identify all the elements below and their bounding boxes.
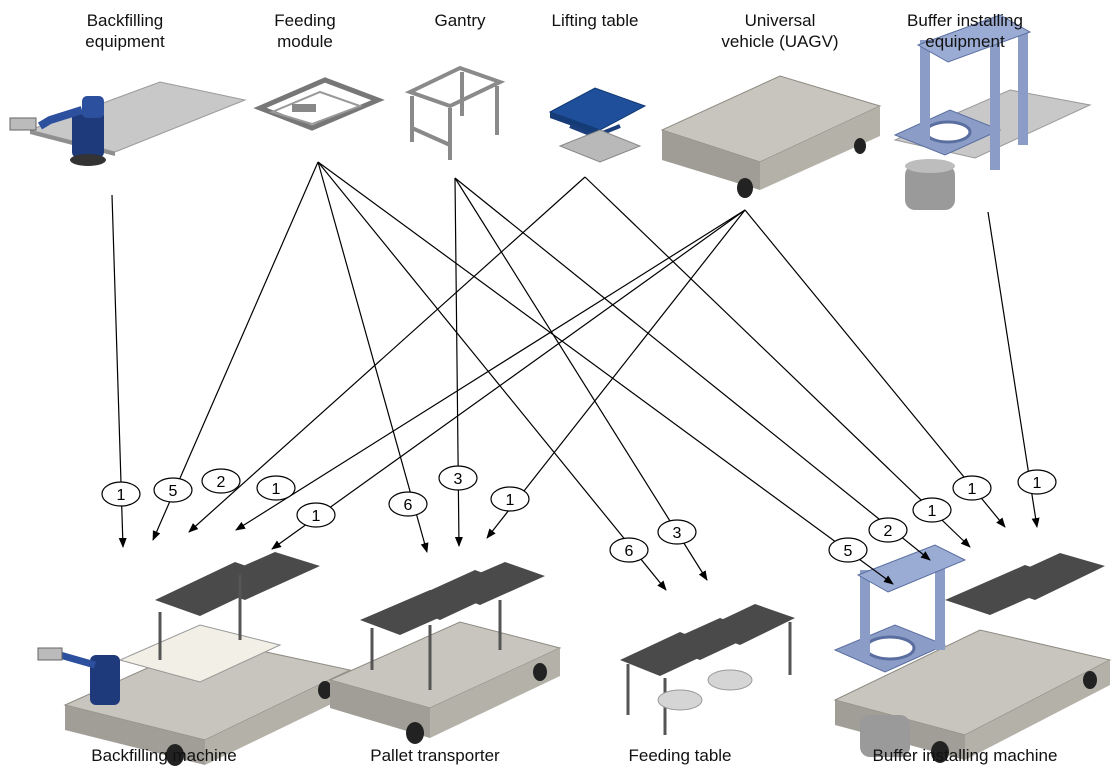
quantity-bubble: 1 [490,486,530,512]
quantity-bubble-outline [952,475,992,501]
connection-arrow [271,209,746,550]
quantity-bubble: 3 [438,465,478,491]
quantity-label: 5 [169,483,178,500]
quantity-bubble: 1 [296,502,336,528]
quantity-bubble-outline [101,481,141,507]
quantity-label: 6 [404,497,413,514]
connection-arrow [317,161,894,585]
connection-arrow [486,209,746,539]
quantity-bubble: 6 [388,491,428,517]
backfilling-machine-image [37,552,352,766]
buffer-installing-machine-image [833,544,1112,763]
quantity-bubble: 3 [657,519,697,545]
quantity-bubble-outline [868,517,908,543]
quantity-label: 6 [625,543,634,560]
quantity-bubble-outline [1017,469,1057,495]
connection-arrow [152,161,319,541]
connection-arrow [744,209,1006,528]
connections [111,161,1040,591]
universal-vehicle-image [660,75,882,198]
buffer-installing-equipment-image [893,14,1092,210]
connection-arrow [188,176,586,533]
quantity-label: 2 [217,474,226,491]
gantry-image [404,65,506,160]
lifting-table-image [548,87,647,163]
quantity-label: 5 [844,543,853,560]
quantity-bubble-outline [388,491,428,517]
machine-label-pallet-transporter: Pallet transporter [370,746,500,765]
connection-arrow [584,176,971,548]
backfilling-equipment-image [9,81,247,166]
connection-arrow [454,177,463,547]
quantity-bubble-outline [256,475,296,501]
quantity-label: 1 [272,481,281,498]
quantity-bubble: 6 [609,537,649,563]
quantity-bubble: 2 [201,468,241,494]
quantity-bubble-outline [657,519,697,545]
machine-label-backfilling-machine: Backfilling machine [91,746,237,765]
machine-label-buffer-installing-machine: Buffer installing machine [872,746,1058,765]
quantity-bubble-outline [438,465,478,491]
quantity-bubble-outline [912,497,952,523]
quantity-label: 1 [506,492,515,509]
feeding-table-image [620,604,795,735]
quantity-label: 1 [928,503,937,520]
machine-label-feeding-table: Feeding table [628,746,732,765]
pallet-transporter-image [328,562,562,744]
quantity-bubble-outline [153,477,193,503]
quantity-bubble: 1 [912,497,952,523]
quantity-bubble: 1 [952,475,992,501]
quantity-label: 3 [673,525,682,542]
quantity-bubble-outline [609,537,649,563]
quantity-label: 1 [312,508,321,525]
quantity-bubble: 5 [828,537,868,563]
quantity-bubble: 2 [868,517,908,543]
feeding-module-image [253,77,385,131]
connection-arrow [235,209,746,531]
quantity-label: 1 [1033,475,1042,492]
quantity-bubble-outline [828,537,868,563]
connection-arrow [454,177,931,561]
quantity-bubble: 5 [153,477,193,503]
quantity-bubble: 1 [1017,469,1057,495]
component-label-lifting-table: Lifting table [551,11,639,30]
quantity-label: 2 [884,523,893,540]
connection-arrow [317,161,429,553]
quantity-label: 1 [968,481,977,498]
connection-arrow [317,161,667,591]
connection-arrow [454,177,708,581]
quantity-bubble-outline [296,502,336,528]
quantity-bubble-outline [201,468,241,494]
quantity-bubble: 1 [256,475,296,501]
component-label-gantry: Gantry [434,11,486,30]
quantity-bubbles: 1 5 2 1 1 6 3 1 6 3 5 2 1 1 1 [101,465,1057,563]
quantity-label: 3 [454,471,463,488]
quantity-label: 1 [117,487,126,504]
quantity-bubble: 1 [101,481,141,507]
quantity-bubble-outline [490,486,530,512]
